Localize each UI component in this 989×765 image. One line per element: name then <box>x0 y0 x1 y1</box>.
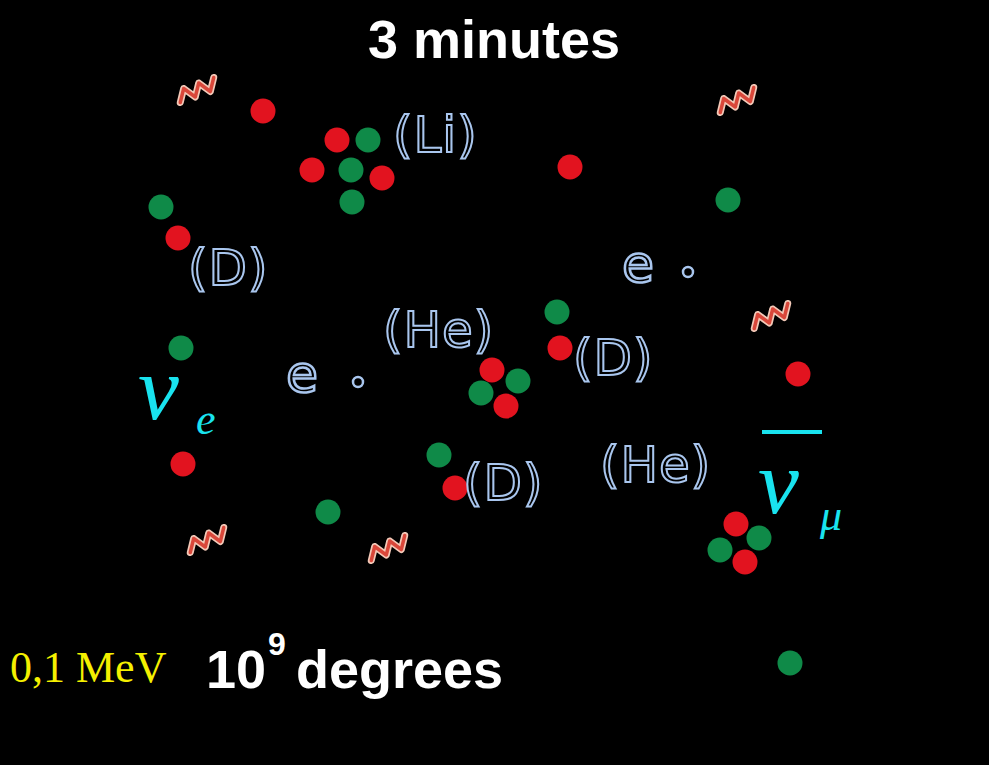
neutron-dot <box>427 443 452 468</box>
neutron-dot <box>716 188 741 213</box>
neutrino-subscript: μ <box>820 494 842 538</box>
neutron-dot <box>149 195 174 220</box>
proton-dot <box>166 226 191 251</box>
electron-label: e <box>286 348 318 400</box>
neutron-dot <box>708 538 733 563</box>
neutron-dot <box>339 158 364 183</box>
nucleus-label: (Li) <box>393 110 478 160</box>
nucleus-label: (D) <box>188 243 269 293</box>
photon-symbols <box>176 78 792 561</box>
proton-dot <box>480 358 505 383</box>
proton-dot <box>733 550 758 575</box>
proton-dot <box>548 336 573 361</box>
proton-dot <box>325 128 350 153</box>
temperature-value: 10 <box>206 642 266 696</box>
proton-dot <box>171 452 196 477</box>
electron-label: e <box>622 238 654 290</box>
proton-dot <box>494 394 519 419</box>
nucleus-label: (He) <box>383 305 494 355</box>
temperature-unit: degrees <box>296 642 503 696</box>
antineutrino-symbol: ν <box>758 436 799 528</box>
energy-label: 0,1 MeV <box>10 646 166 690</box>
nucleus-label: (He) <box>600 440 711 490</box>
proton-dot <box>724 512 749 537</box>
proton-dot <box>300 158 325 183</box>
neutron-dot <box>340 190 365 215</box>
neutron-dot <box>356 128 381 153</box>
proton-dot <box>786 362 811 387</box>
temperature-exponent: 9 <box>268 628 286 660</box>
title: 3 minutes <box>368 12 620 66</box>
neutrino-subscript: e <box>196 398 216 442</box>
nucleus-label: (D) <box>463 458 544 508</box>
neutrino-symbol: ν <box>138 342 179 434</box>
neutron-dot <box>506 369 531 394</box>
neutron-dot <box>316 500 341 525</box>
proton-dot <box>370 166 395 191</box>
antiparticle-bar <box>762 430 822 434</box>
neutron-dot <box>545 300 570 325</box>
neutron-dot <box>469 381 494 406</box>
nucleus-label: (D) <box>573 333 654 383</box>
proton-dot <box>558 155 583 180</box>
neutron-dot <box>778 651 803 676</box>
neutron-dot <box>747 526 772 551</box>
proton-dot <box>251 99 276 124</box>
